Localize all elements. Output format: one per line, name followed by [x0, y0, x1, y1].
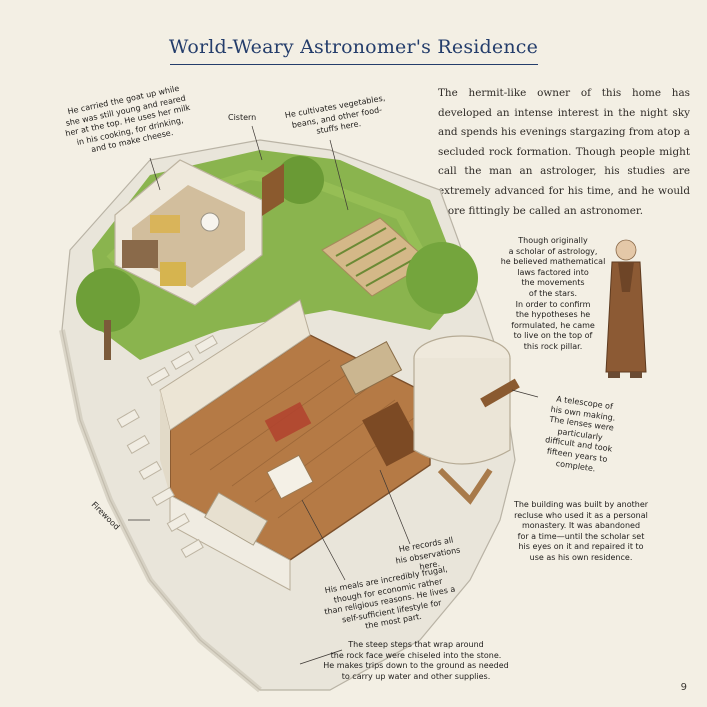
- telescope: [480, 378, 520, 408]
- stone-steps: [116, 334, 218, 559]
- tree-back: [276, 156, 324, 204]
- house-left-wall: [160, 390, 170, 495]
- note-building: The building was built by another reclus…: [513, 500, 649, 562]
- page-number: 9: [680, 682, 687, 693]
- hay-bales: [150, 215, 180, 233]
- kitchen-counter: [204, 492, 268, 546]
- vegetable-rows: [335, 227, 417, 287]
- leader-lines: [128, 125, 539, 665]
- note-telescope: A telescope of his own making. The lense…: [544, 394, 617, 473]
- note-steps: The steep steps that wrap around the roc…: [323, 640, 509, 681]
- house-door: [262, 163, 284, 216]
- bookshelf: [362, 401, 422, 467]
- goat: [200, 212, 220, 232]
- note-cistern: Cistern: [228, 113, 257, 122]
- page-title: World-Weary Astronomer's Residence: [168, 36, 539, 58]
- rug: [264, 402, 312, 442]
- astronomer-figure: [605, 239, 647, 378]
- observatory-tower: [413, 358, 511, 465]
- intro-paragraph: The hermit-like owner of this home has d…: [438, 87, 690, 217]
- tower-spiral-steps: [437, 467, 493, 505]
- title-underline: [170, 64, 538, 65]
- note-scholar: Though originally a scholar of astrology…: [500, 236, 606, 351]
- table: [266, 454, 314, 500]
- bed: [339, 340, 403, 396]
- tree-right: [406, 242, 478, 314]
- house-back-wall: [159, 299, 311, 431]
- tree-left: [76, 268, 140, 332]
